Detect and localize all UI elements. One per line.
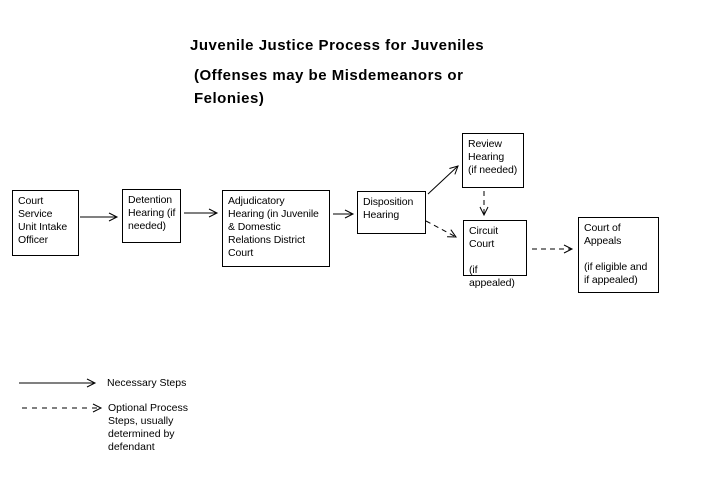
diagram-subtitle: (Offenses may be Misdemeanors or Felonie… [194,67,464,107]
box-court-of-appeals: Court of Appeals (if eligible and if app… [578,217,659,293]
arrow-disposition-to-review [427,165,459,195]
box-court-service-unit-intake-officer: Court Service Unit Intake Officer [12,190,79,256]
box-adjudicatory-hearing: Adjudicatory Hearing (in Juvenile & Dome… [222,190,330,267]
legend-necessary-label: Necessary Steps [107,377,187,389]
arrow-disposition-to-circuit-dashed [425,220,457,238]
box-disposition-hearing: Disposition Hearing [357,191,426,234]
box-review-hearing: Review Hearing (if needed) [462,133,524,188]
box-circuit-court: Circuit Court (if appealed) [463,220,527,289]
legend-optional-label: Optional Process Steps, usually determin… [108,402,188,453]
diagram-title: Juvenile Justice Process for Juveniles [190,37,485,54]
box-detention-hearing: Detention Hearing (if needed) [122,189,181,243]
